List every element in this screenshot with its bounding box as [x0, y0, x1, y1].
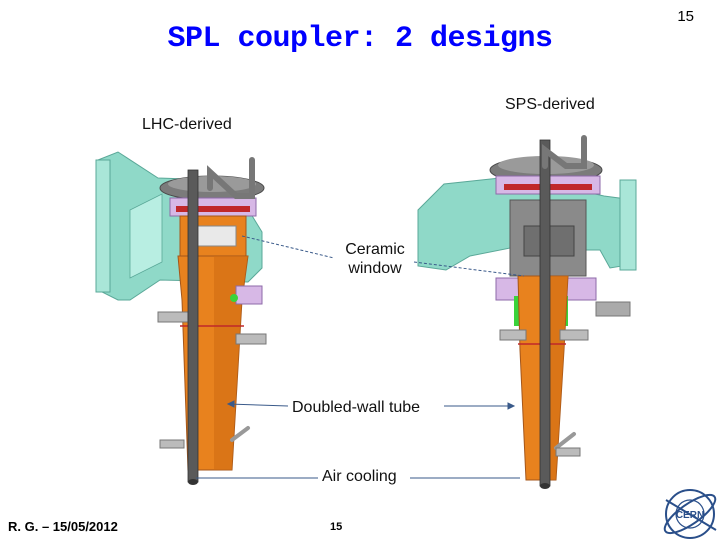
- label-sps-derived: SPS-derived: [505, 96, 595, 113]
- sps-clamp-far-right: [595, 301, 631, 317]
- cern-logo-beam: [665, 499, 717, 531]
- cern-logo: CERN: [663, 489, 717, 539]
- lhc-clamp-left: [157, 311, 189, 323]
- leader-ceramic-left: [241, 235, 335, 259]
- label-air-cooling: Air cooling: [322, 468, 397, 485]
- label-ceramic-window: Ceramic window: [330, 240, 420, 278]
- leader-ceramic-right: [413, 261, 525, 277]
- cern-logo-inner-ring: [675, 499, 705, 529]
- cern-logo-orbit: [663, 493, 717, 535]
- label-lhc-derived: LHC-derived: [142, 116, 232, 133]
- lhc-tube-shade: [214, 256, 248, 470]
- slide-number-top: 15: [677, 8, 694, 25]
- sps-air-pipe: [554, 432, 576, 450]
- leader-tube-left: [227, 403, 289, 407]
- lhc-waveguide-inner: [129, 193, 163, 279]
- sps-derived-coupler: [417, 135, 637, 489]
- lhc-inner-rod: [187, 169, 199, 483]
- sps-green-seal-left: [514, 296, 522, 326]
- sps-mid-clamp-right: [559, 329, 589, 341]
- cern-logo-wordmark: CERN: [676, 510, 704, 521]
- sps-bottom-flange: [555, 447, 581, 457]
- leader-lines: [196, 235, 525, 479]
- lhc-waveguide-flange: [95, 159, 111, 293]
- lhc-air-pipe: [230, 426, 250, 442]
- cern-logo-outer-ring: [665, 489, 715, 539]
- lhc-red-ring: [176, 206, 250, 212]
- label-doubled-wall-tube: Doubled-wall tube: [292, 399, 421, 416]
- sps-mid-clamp-left: [499, 329, 527, 341]
- arrow-tube-left: [226, 400, 235, 408]
- label-ceramic-line2: window: [348, 260, 402, 277]
- lhc-clamp-right: [235, 285, 263, 305]
- label-ceramic-line1: Ceramic: [345, 241, 405, 258]
- lhc-derived-coupler: [95, 151, 267, 485]
- lhc-clamp-right-low: [235, 333, 267, 345]
- lhc-top-hook: [207, 157, 255, 199]
- sps-clamp-right: [565, 277, 597, 301]
- sps-top-hook: [542, 135, 587, 169]
- sps-waveguide-flange: [619, 179, 637, 271]
- lhc-bottom-flange: [159, 439, 185, 449]
- lhc-rod-end: [188, 479, 198, 485]
- footer-slide-number: 15: [330, 521, 343, 533]
- page-title: SPL coupler: 2 designs: [167, 22, 553, 56]
- sps-inner-rod: [539, 139, 551, 487]
- arrow-tube-right: [507, 402, 516, 410]
- footer-author-date: R. G. – 15/05/2012: [8, 519, 118, 534]
- lhc-green-seal: [230, 294, 238, 302]
- sps-rod-end: [540, 483, 550, 489]
